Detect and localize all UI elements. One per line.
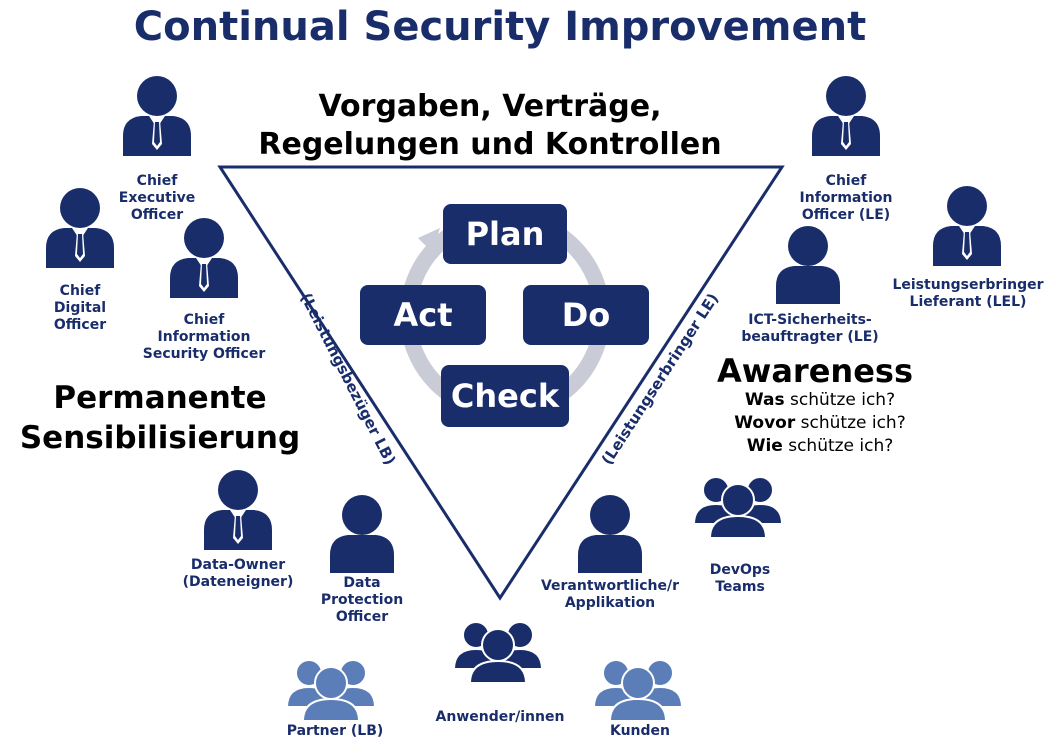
rules-heading-line-2: Regelungen und Kontrollen (258, 127, 722, 162)
awareness-question-what-rest: schütze ich? (784, 390, 896, 410)
app-owner-label-line-2: Applikation (564, 595, 656, 611)
cio-label-line-2: Information (799, 190, 893, 206)
users-group-icon (453, 621, 543, 684)
cio-label-line-3: Officer (LE) (801, 207, 891, 223)
awareness-question-against-what-bold: Wovor (734, 413, 796, 433)
ceo-label-line-1: Chief (136, 173, 178, 189)
customers-group-icon (593, 659, 683, 722)
lel-label-line-2: Lieferant (LEL) (909, 294, 1027, 310)
app-owner-label-line-1: Verantwortliche/r (540, 578, 680, 594)
do-box: Do (523, 285, 649, 345)
ceo-label: Chief Executive Officer (97, 173, 217, 224)
awareness-question-against-what: Wovor schütze ich? (690, 413, 950, 433)
cdo-label-line-1: Chief (59, 283, 101, 299)
cdo-label-line-3: Officer (53, 317, 107, 333)
rules-heading: Vorgaben, Verträge, Regelungen und Kontr… (250, 88, 730, 164)
cycle-arrow-icon (418, 228, 440, 252)
users-label: Anwender/innen (435, 709, 565, 725)
ceo-label-line-3: Officer (130, 207, 184, 223)
app-owner-label: Verantwortliche/r Applikation (530, 578, 690, 612)
awareness-title: Awareness (717, 352, 913, 390)
cdo-label: Chief Digital Officer (30, 283, 130, 334)
cio-person-icon (812, 76, 880, 156)
ciso-label-line-2: Information (157, 329, 251, 345)
lel-label-line-1: Leistungserbringer (892, 277, 1044, 293)
devops-label-line-1: DevOps (709, 562, 771, 578)
partner-group-icon (286, 659, 376, 722)
ceo-label-line-2: Executive (118, 190, 196, 206)
plan-box: Plan (443, 204, 567, 264)
awareness-question-against-what-rest: schütze ich? (795, 413, 906, 433)
sensitization-heading-line-1: Permanente (53, 380, 267, 416)
devops-label: DevOps Teams (700, 562, 780, 596)
ciso-label-line-3: Security Officer (142, 346, 266, 362)
scope-triangle (217, 165, 785, 601)
app-owner-person-icon (578, 495, 642, 573)
cio-label-line-1: Chief (825, 173, 867, 189)
ciso-label: Chief Information Security Officer (134, 312, 274, 363)
sensitization-heading: Permanente Sensibilisierung (10, 378, 310, 458)
awareness-question-how-rest: schütze ich? (782, 436, 894, 456)
dpo-label-line-2: Protection (320, 592, 404, 608)
ciso-person-icon (170, 218, 238, 298)
awareness-question-what-bold: Was (744, 390, 785, 410)
ict-label-line-1: ICT-Sicherheits- (748, 312, 872, 328)
dpo-label-line-1: Data (343, 575, 381, 591)
ict-person-icon (776, 226, 840, 304)
check-box: Check (441, 365, 569, 427)
customers-label: Kunden (609, 723, 671, 739)
dpo-label: Data Protection Officer (312, 575, 412, 626)
partner-label: Partner (LB) (286, 723, 384, 739)
cdo-label-line-2: Digital (53, 300, 107, 316)
awareness-question-how-bold: Wie (746, 436, 783, 456)
devops-group-icon (693, 476, 783, 539)
ceo-person-icon (123, 76, 191, 156)
data-owner-label-line-2: (Dateneigner) (182, 574, 294, 590)
data-owner-person-icon (204, 470, 272, 550)
lel-label: Leistungserbringer Lieferant (LEL) (890, 277, 1046, 311)
data-owner-label: Data-Owner (Dateneigner) (173, 557, 303, 591)
cio-label: Chief Information Officer (LE) (781, 173, 911, 224)
act-box: Act (360, 285, 486, 345)
page-title: Continual Security Improvement (133, 4, 867, 50)
sensitization-heading-line-2: Sensibilisierung (19, 420, 301, 456)
ciso-label-line-1: Chief (183, 312, 225, 328)
dpo-person-icon (330, 495, 394, 573)
ict-label: ICT-Sicherheits- beauftragter (LE) (740, 312, 880, 346)
data-owner-label-line-1: Data-Owner (190, 557, 286, 573)
lel-person-icon (933, 186, 1001, 266)
awareness-question-what: Was schütze ich? (690, 390, 950, 410)
devops-label-line-2: Teams (715, 579, 765, 595)
dpo-label-line-3: Officer (335, 609, 389, 625)
awareness-question-how: Wie schütze ich? (690, 436, 950, 456)
rules-heading-line-1: Vorgaben, Verträge, (318, 89, 662, 124)
ict-label-line-2: beauftragter (LE) (741, 329, 879, 345)
